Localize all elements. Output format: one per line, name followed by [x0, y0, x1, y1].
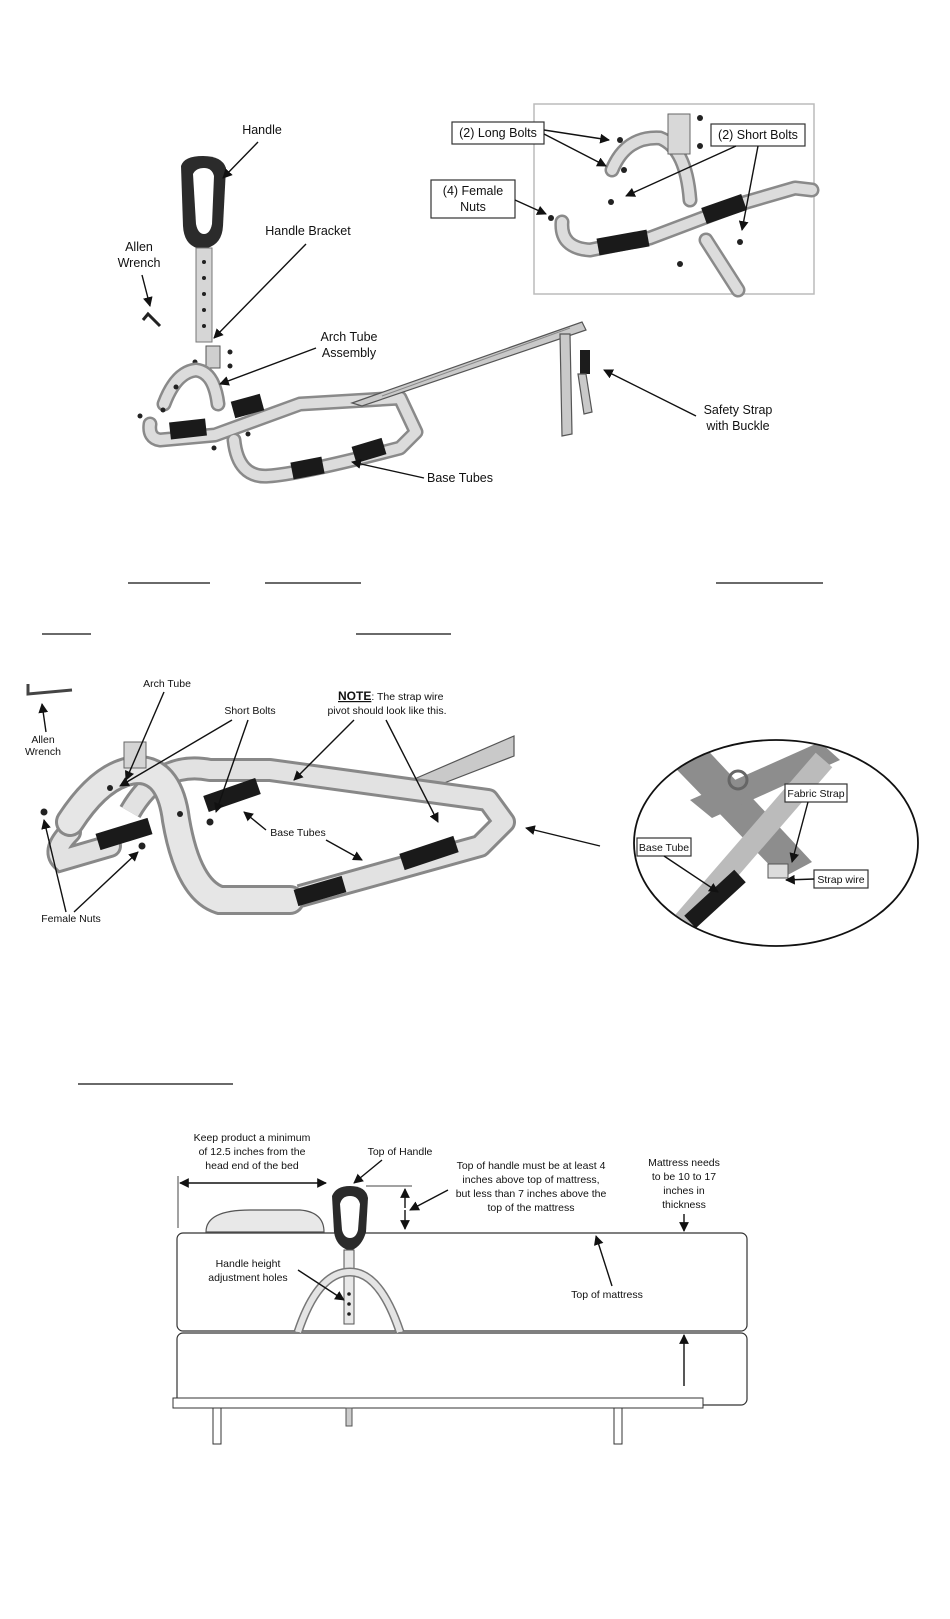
- s3-label-handle-height-4: top of the mattress: [488, 1202, 575, 1214]
- bed-installation-view: [172, 1186, 748, 1445]
- base-frame-part: [137, 362, 424, 484]
- bolts-inset: (2) Long Bolts (2) Short Bolts (4) Femal…: [430, 103, 820, 298]
- s3-label-keep-min-3: head end of the bed: [205, 1160, 299, 1172]
- allen-wrench-part: [26, 684, 73, 696]
- s3-label-adj-holes-1: Handle height: [216, 1258, 281, 1270]
- label-allen-wrench-2: Wrench: [118, 256, 161, 270]
- label-safety-strap-2: with Buckle: [705, 419, 769, 433]
- blank-lines: [42, 582, 823, 1085]
- s3-label-handle-height-3: but less than 7 inches above the: [456, 1188, 607, 1200]
- inset-label-female-nuts-1: (4) Female: [443, 184, 503, 198]
- detail-label-base-tube: Base Tube: [639, 842, 689, 854]
- s2-label-allen-wrench-2: Wrench: [25, 746, 61, 758]
- s2-label-arch-tube: Arch Tube: [143, 678, 191, 690]
- s2-label-base-tubes: Base Tubes: [270, 827, 325, 839]
- s2-note: NOTE: The strap wire: [338, 689, 444, 703]
- s2-label-female-nuts: Female Nuts: [41, 913, 101, 925]
- label-handle: Handle: [242, 123, 282, 137]
- label-safety-strap-1: Safety Strap: [704, 403, 773, 417]
- s2-label-allen-wrench-1: Allen: [31, 734, 55, 746]
- s2-note-rest: : The strap wire: [371, 691, 443, 703]
- label-arch-tube-1: Arch Tube: [321, 330, 378, 344]
- s3-label-keep-min-1: Keep product a minimum: [194, 1132, 311, 1144]
- s3-label-mattress-1: Mattress needs: [648, 1157, 720, 1169]
- inset-label-short-bolts: (2) Short Bolts: [718, 128, 798, 142]
- handle-bracket-part: [205, 345, 221, 369]
- s3-label-handle-height-1: Top of handle must be at least 4: [457, 1160, 606, 1172]
- strap-wire-detail: Fabric Strap Base Tube Strap wire: [633, 739, 919, 947]
- s2-label-short-bolts: Short Bolts: [224, 705, 275, 717]
- s3-label-mattress-4: thickness: [662, 1199, 706, 1211]
- inset-label-female-nuts-2: Nuts: [460, 200, 486, 214]
- handle-part: [181, 156, 226, 343]
- allen-wrench-part: [141, 311, 162, 328]
- inset-label-long-bolts: (2) Long Bolts: [459, 126, 537, 140]
- assembly-step-view: [26, 684, 516, 915]
- s3-label-mattress-3: inches in: [663, 1185, 705, 1197]
- s3-label-top-of-mattress: Top of mattress: [571, 1289, 643, 1301]
- label-arch-tube-2: Assembly: [322, 346, 377, 360]
- label-handle-bracket: Handle Bracket: [265, 224, 351, 238]
- safety-strap-part: [350, 321, 593, 437]
- s3-label-top-of-handle: Top of Handle: [368, 1146, 433, 1158]
- detail-label-strap-wire: Strap wire: [817, 874, 864, 886]
- s3-label-keep-min-2: of 12.5 inches from the: [199, 1146, 306, 1158]
- detail-label-fabric-strap: Fabric Strap: [787, 788, 844, 800]
- s3-label-adj-holes-2: adjustment holes: [208, 1272, 287, 1284]
- s3-label-handle-height-2: inches above top of mattress,: [462, 1174, 599, 1186]
- s3-label-mattress-2: to be 10 to 17: [652, 1171, 716, 1183]
- s2-note-line2: pivot should look like this.: [327, 705, 446, 717]
- label-allen-wrench-1: Allen: [125, 240, 153, 254]
- label-base-tubes: Base Tubes: [427, 471, 493, 485]
- parts-exploded-view: [137, 156, 593, 484]
- s2-note-bold: NOTE: [338, 689, 371, 703]
